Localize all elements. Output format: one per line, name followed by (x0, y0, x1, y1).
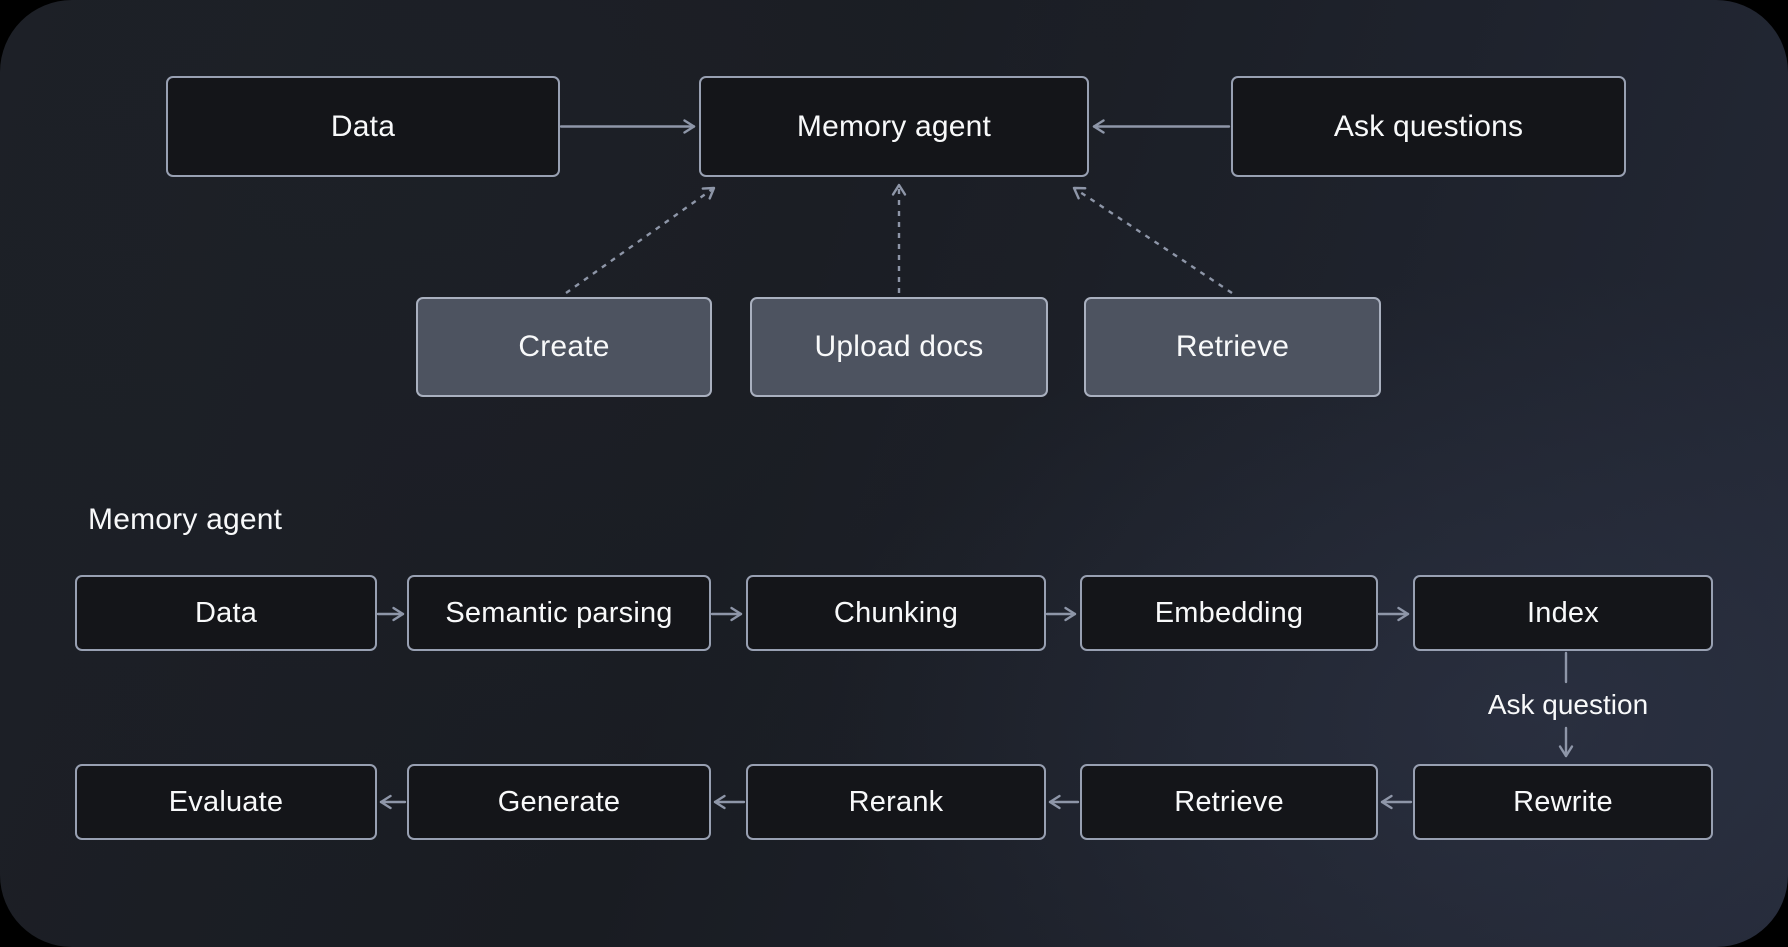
node-retrieve: Retrieve (1080, 764, 1378, 840)
node-ask-questions: Ask questions (1231, 76, 1626, 177)
node-chunking: Chunking (746, 575, 1046, 651)
node-data: Data (75, 575, 377, 651)
ask-question-edge-label: Ask question (1487, 689, 1649, 720)
node-generate: Generate (407, 764, 711, 840)
pipeline-section-label: Memory agent (88, 503, 283, 536)
node-embedding: Embedding (1080, 575, 1378, 651)
node-rerank: Rerank (746, 764, 1046, 840)
node-semantic-parsing: Semantic parsing (407, 575, 711, 651)
node-rewrite: Rewrite (1413, 764, 1713, 840)
node-upload-docs: Upload docs (750, 297, 1048, 397)
node-create: Create (416, 297, 712, 397)
node-memory-agent: Memory agent (699, 76, 1089, 177)
edge-retrieve-to-memory-agent (1072, 186, 1233, 294)
edge-create-to-memory-agent (565, 186, 716, 294)
node-data-top: Data (166, 76, 560, 177)
node-evaluate: Evaluate (75, 764, 377, 840)
node-retrieve-action: Retrieve (1084, 297, 1381, 397)
node-index: Index (1413, 575, 1713, 651)
